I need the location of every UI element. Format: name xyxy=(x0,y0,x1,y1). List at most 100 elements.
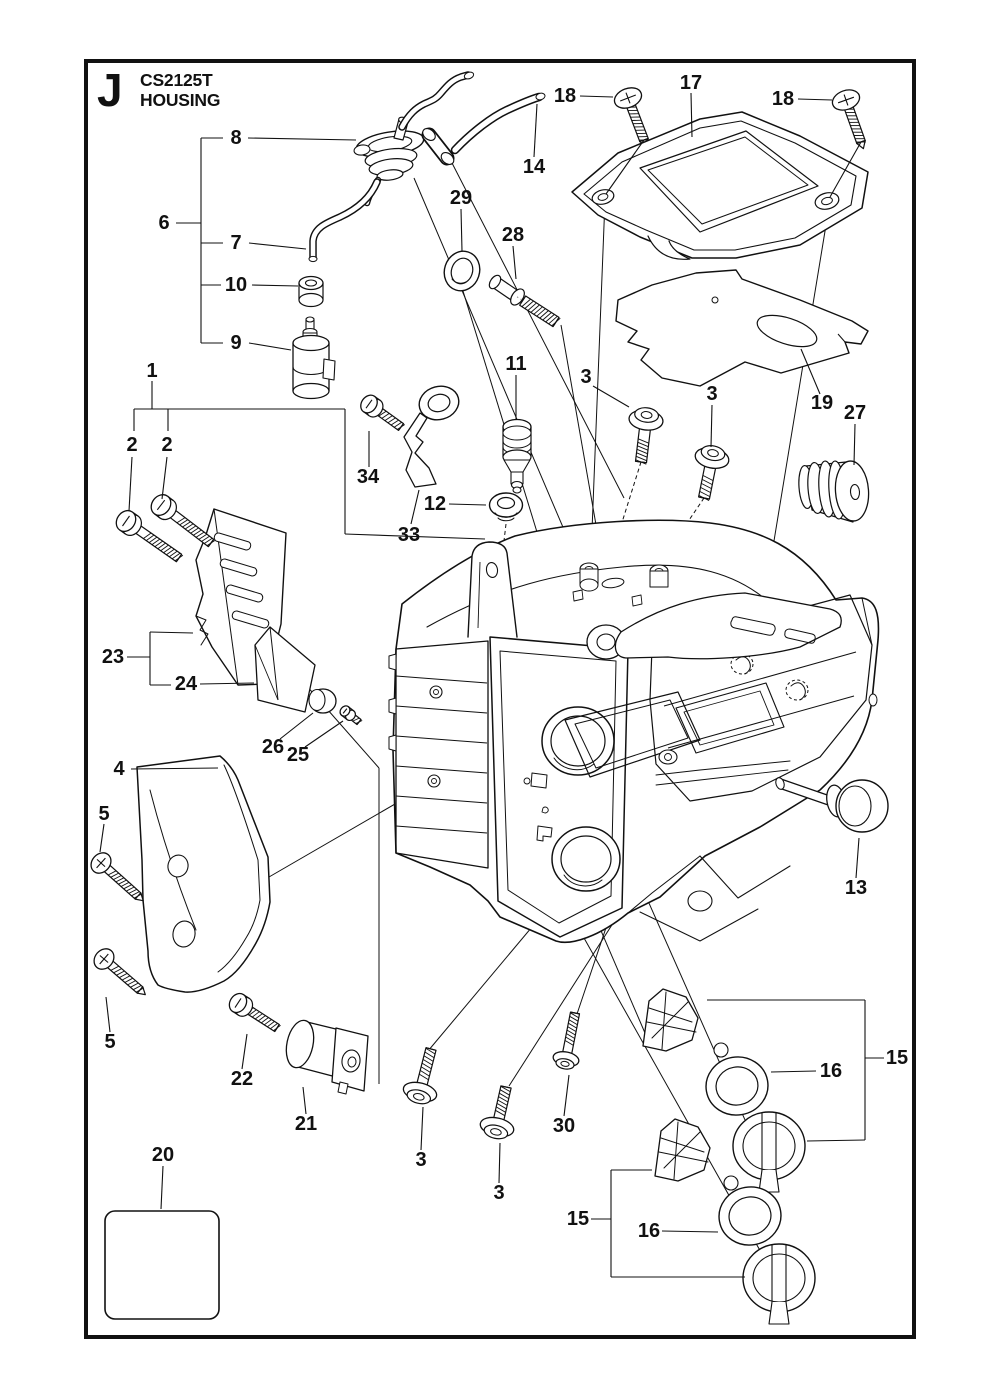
leader-line xyxy=(130,767,219,770)
callout-9: 9 xyxy=(230,332,241,354)
part-15-16-mount-lower xyxy=(654,1118,816,1325)
part-26-knob xyxy=(308,688,337,714)
part-19-heat-shield xyxy=(615,269,869,387)
callout-3: 3 xyxy=(493,1182,504,1204)
part-33-lever xyxy=(403,385,460,488)
callout-3: 3 xyxy=(580,366,591,388)
leader-line xyxy=(448,503,487,506)
callout-18: 18 xyxy=(772,88,794,110)
part-12-grommet xyxy=(488,492,524,522)
part-2-screw-a xyxy=(115,509,184,563)
leader-line xyxy=(512,245,517,280)
callout-24: 24 xyxy=(175,673,198,695)
leader-line xyxy=(279,712,314,740)
callout-29: 29 xyxy=(450,187,472,209)
leader-line xyxy=(128,456,133,512)
leader-line xyxy=(661,1230,719,1233)
part-8-tank-vent xyxy=(308,71,546,263)
callout-23: 23 xyxy=(102,646,124,668)
part-17-top-cover xyxy=(571,111,869,260)
leader-line xyxy=(579,95,614,98)
leader-line xyxy=(498,1142,501,1184)
leader-line xyxy=(690,92,693,138)
leader-line xyxy=(302,1086,307,1115)
leader-line xyxy=(304,720,344,748)
part-21-bumper xyxy=(285,1019,369,1095)
leader-line xyxy=(251,284,299,287)
parts-art xyxy=(90,71,889,1325)
part-3-screw-c xyxy=(402,1047,438,1105)
leader-line xyxy=(248,242,307,250)
leader-line xyxy=(410,489,420,525)
callout-30: 30 xyxy=(553,1115,575,1137)
callout-2: 2 xyxy=(126,434,137,456)
callout-7: 7 xyxy=(230,232,241,254)
leader-line xyxy=(853,423,856,466)
callout-5: 5 xyxy=(104,1031,115,1053)
callout-27: 27 xyxy=(844,402,866,424)
leader-line xyxy=(592,385,630,408)
section-letter: J xyxy=(97,64,123,116)
leader-line xyxy=(149,631,194,634)
callout-20: 20 xyxy=(152,1144,174,1166)
leader-line xyxy=(533,103,538,158)
leader-line xyxy=(248,342,292,351)
title-block: J CS2125T HOUSING xyxy=(97,64,220,116)
part-28-screw xyxy=(488,274,561,328)
part-13-plunger xyxy=(775,777,889,833)
part-18-screw-left xyxy=(613,87,649,148)
callout-5: 5 xyxy=(98,803,109,825)
callout-4: 4 xyxy=(113,758,125,780)
part-1-housing-body xyxy=(388,519,880,944)
callout-1: 1 xyxy=(146,360,157,382)
leader-line xyxy=(199,682,255,685)
part-10-bushing xyxy=(298,275,324,308)
leader-line xyxy=(605,139,645,195)
leader-line xyxy=(710,404,713,448)
section-title: HOUSING xyxy=(140,90,220,110)
part-9-fuel-filter xyxy=(292,316,336,400)
callout-6: 6 xyxy=(158,212,169,234)
callout-10: 10 xyxy=(225,274,247,296)
model-code: CS2125T xyxy=(140,70,213,90)
part-11-plug xyxy=(502,418,532,494)
part-3-screw-d xyxy=(479,1085,515,1140)
leader-line xyxy=(99,823,105,853)
leader-line xyxy=(770,1070,817,1073)
callout-33: 33 xyxy=(398,524,420,546)
callout-16: 16 xyxy=(638,1220,660,1242)
leader-line xyxy=(829,141,862,198)
callout-13: 13 xyxy=(845,877,867,899)
leader-line xyxy=(161,456,168,500)
part-27-buffer xyxy=(798,460,870,523)
callout-21: 21 xyxy=(295,1113,317,1135)
callout-16: 16 xyxy=(820,1060,842,1082)
part-3-screw-a xyxy=(628,407,664,465)
callout-18: 18 xyxy=(554,85,576,107)
part-24-guide-plate xyxy=(254,626,316,713)
part-18-screw-right xyxy=(831,89,866,150)
callout-17: 17 xyxy=(680,72,702,94)
part-5-screw-b xyxy=(93,948,146,996)
leader-line xyxy=(344,533,486,540)
part-15-16-mount-upper xyxy=(642,988,806,1193)
callout-12: 12 xyxy=(424,493,446,515)
leader-line xyxy=(855,837,860,879)
part-2-screw-b xyxy=(150,494,216,548)
leader-line xyxy=(247,137,357,141)
page-border xyxy=(84,59,916,1339)
part-34-screw xyxy=(360,394,406,431)
leader-line xyxy=(800,348,821,395)
part-29-grommet-ring xyxy=(443,250,481,292)
part-25-screw xyxy=(339,705,363,726)
leader-line xyxy=(105,996,111,1033)
part-3-screw-b xyxy=(694,445,730,502)
callout-3: 3 xyxy=(706,383,717,405)
part-5-screw-a xyxy=(90,852,144,902)
part-22-screw xyxy=(228,992,281,1033)
callout-22: 22 xyxy=(231,1068,253,1090)
leader-line xyxy=(420,1106,424,1151)
leader-lines xyxy=(99,92,884,1278)
